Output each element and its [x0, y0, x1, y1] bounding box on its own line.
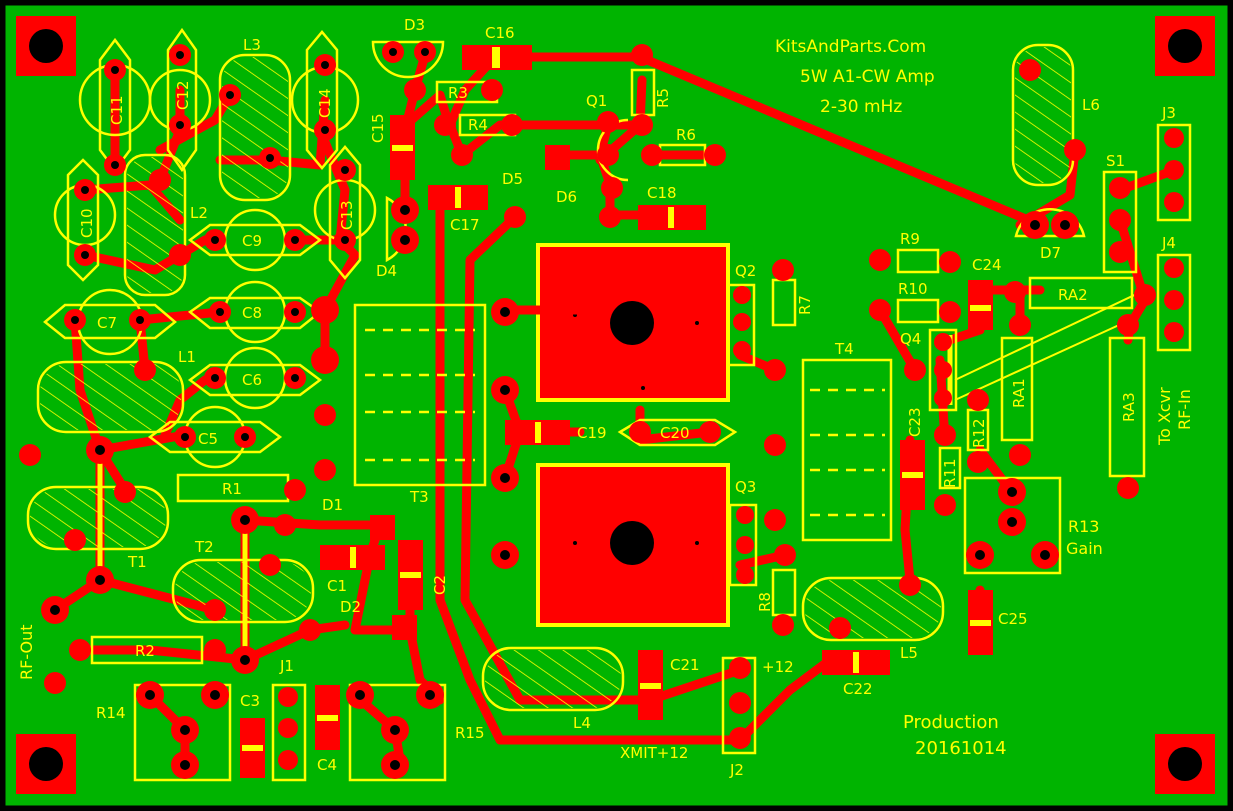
- label-C24: C24: [972, 256, 1002, 274]
- label-xmit12: XMIT+12: [620, 744, 688, 762]
- label-C4: C4: [317, 756, 337, 774]
- label-D3: D3: [404, 16, 425, 34]
- label-L1: L1: [178, 348, 196, 366]
- label-R11: R11: [941, 458, 959, 488]
- label-R15: R15: [455, 724, 485, 742]
- label-R13: R13: [1068, 517, 1099, 536]
- label-RA3: RA3: [1120, 392, 1138, 422]
- title-line1: KitsAndParts.Com: [775, 37, 926, 57]
- label-S1: S1: [1106, 152, 1125, 170]
- label-R5: R5: [654, 88, 672, 108]
- label-Q4: Q4: [900, 330, 921, 348]
- label-R14: R14: [96, 704, 126, 722]
- label-C19: C19: [577, 424, 607, 442]
- label-gain: Gain: [1066, 539, 1103, 558]
- label-C21: C21: [670, 656, 700, 674]
- label-plus12: +12: [762, 658, 794, 676]
- mounting-holes: [16, 16, 1215, 794]
- label-T1: T1: [127, 553, 147, 571]
- production-date: 20161014: [915, 738, 1007, 759]
- inductor-hatching: [30, 47, 1071, 708]
- label-D6: D6: [556, 188, 577, 206]
- silkscreen-labels: KitsAndParts.Com 5W A1-CW Amp 2-30 mHz P…: [17, 16, 1194, 779]
- label-C14: C14: [316, 88, 334, 118]
- label-C11: C11: [108, 95, 126, 125]
- smd-pads: [240, 45, 993, 778]
- copper-traces: [50, 50, 1180, 770]
- label-L4: L4: [573, 714, 591, 732]
- label-L6: L6: [1082, 96, 1100, 114]
- label-L2: L2: [190, 204, 208, 222]
- label-R7: R7: [796, 295, 814, 315]
- label-C18: C18: [647, 184, 677, 202]
- label-C10: C10: [78, 208, 96, 238]
- label-D1: D1: [322, 496, 343, 514]
- label-C7: C7: [97, 314, 117, 332]
- label-L5: L5: [900, 644, 918, 662]
- label-T2: T2: [194, 538, 214, 556]
- label-R4: R4: [468, 116, 488, 134]
- drill-holes: [50, 48, 1070, 770]
- label-C8: C8: [242, 304, 262, 322]
- label-D5: D5: [502, 170, 523, 188]
- title-line3: 2-30 mHz: [820, 97, 902, 117]
- label-C12: C12: [174, 80, 192, 110]
- silk-lines: [954, 289, 1146, 401]
- label-C2: C2: [431, 575, 449, 595]
- label-RA1: RA1: [1010, 378, 1028, 408]
- label-R3: R3: [448, 84, 468, 102]
- label-C16: C16: [485, 24, 515, 42]
- label-C6: C6: [242, 371, 262, 389]
- label-L3: L3: [243, 36, 261, 54]
- label-J1: J1: [279, 657, 294, 675]
- label-J4: J4: [1161, 234, 1176, 252]
- label-xcvr1: To Xcvr: [1155, 387, 1174, 446]
- label-C23: C23: [906, 407, 924, 437]
- label-D4: D4: [376, 262, 397, 280]
- label-C13: C13: [338, 200, 356, 230]
- production-label: Production: [903, 712, 999, 733]
- label-R1: R1: [222, 480, 242, 498]
- label-RA2: RA2: [1058, 286, 1088, 304]
- label-C15: C15: [369, 113, 387, 143]
- title-line2: 5W A1-CW Amp: [800, 67, 935, 87]
- label-C9: C9: [242, 232, 262, 250]
- label-R2: R2: [135, 642, 155, 660]
- label-C3: C3: [240, 692, 260, 710]
- label-C5: C5: [198, 430, 218, 448]
- label-C1: C1: [327, 577, 347, 595]
- transistor-heatsink-pads: [536, 243, 730, 627]
- label-R10: R10: [898, 280, 928, 298]
- label-C25: C25: [998, 610, 1028, 628]
- label-J2: J2: [729, 761, 744, 779]
- label-R8: R8: [756, 592, 774, 612]
- label-J3: J3: [1161, 104, 1176, 122]
- label-D7: D7: [1040, 244, 1061, 262]
- label-T4: T4: [834, 340, 854, 358]
- label-xcvr2: RF-In: [1175, 389, 1194, 430]
- label-C17: C17: [450, 216, 480, 234]
- label-R6: R6: [676, 126, 696, 144]
- label-rfout: RF-Out: [17, 624, 36, 680]
- label-R9: R9: [900, 230, 920, 248]
- label-Q2: Q2: [735, 262, 756, 280]
- label-Q3: Q3: [735, 478, 756, 496]
- label-C22: C22: [843, 680, 873, 698]
- label-Q1: Q1: [586, 92, 607, 110]
- label-R12: R12: [970, 418, 988, 448]
- label-C20: C20: [660, 424, 690, 442]
- label-T3: T3: [409, 488, 429, 506]
- label-D2: D2: [340, 598, 361, 616]
